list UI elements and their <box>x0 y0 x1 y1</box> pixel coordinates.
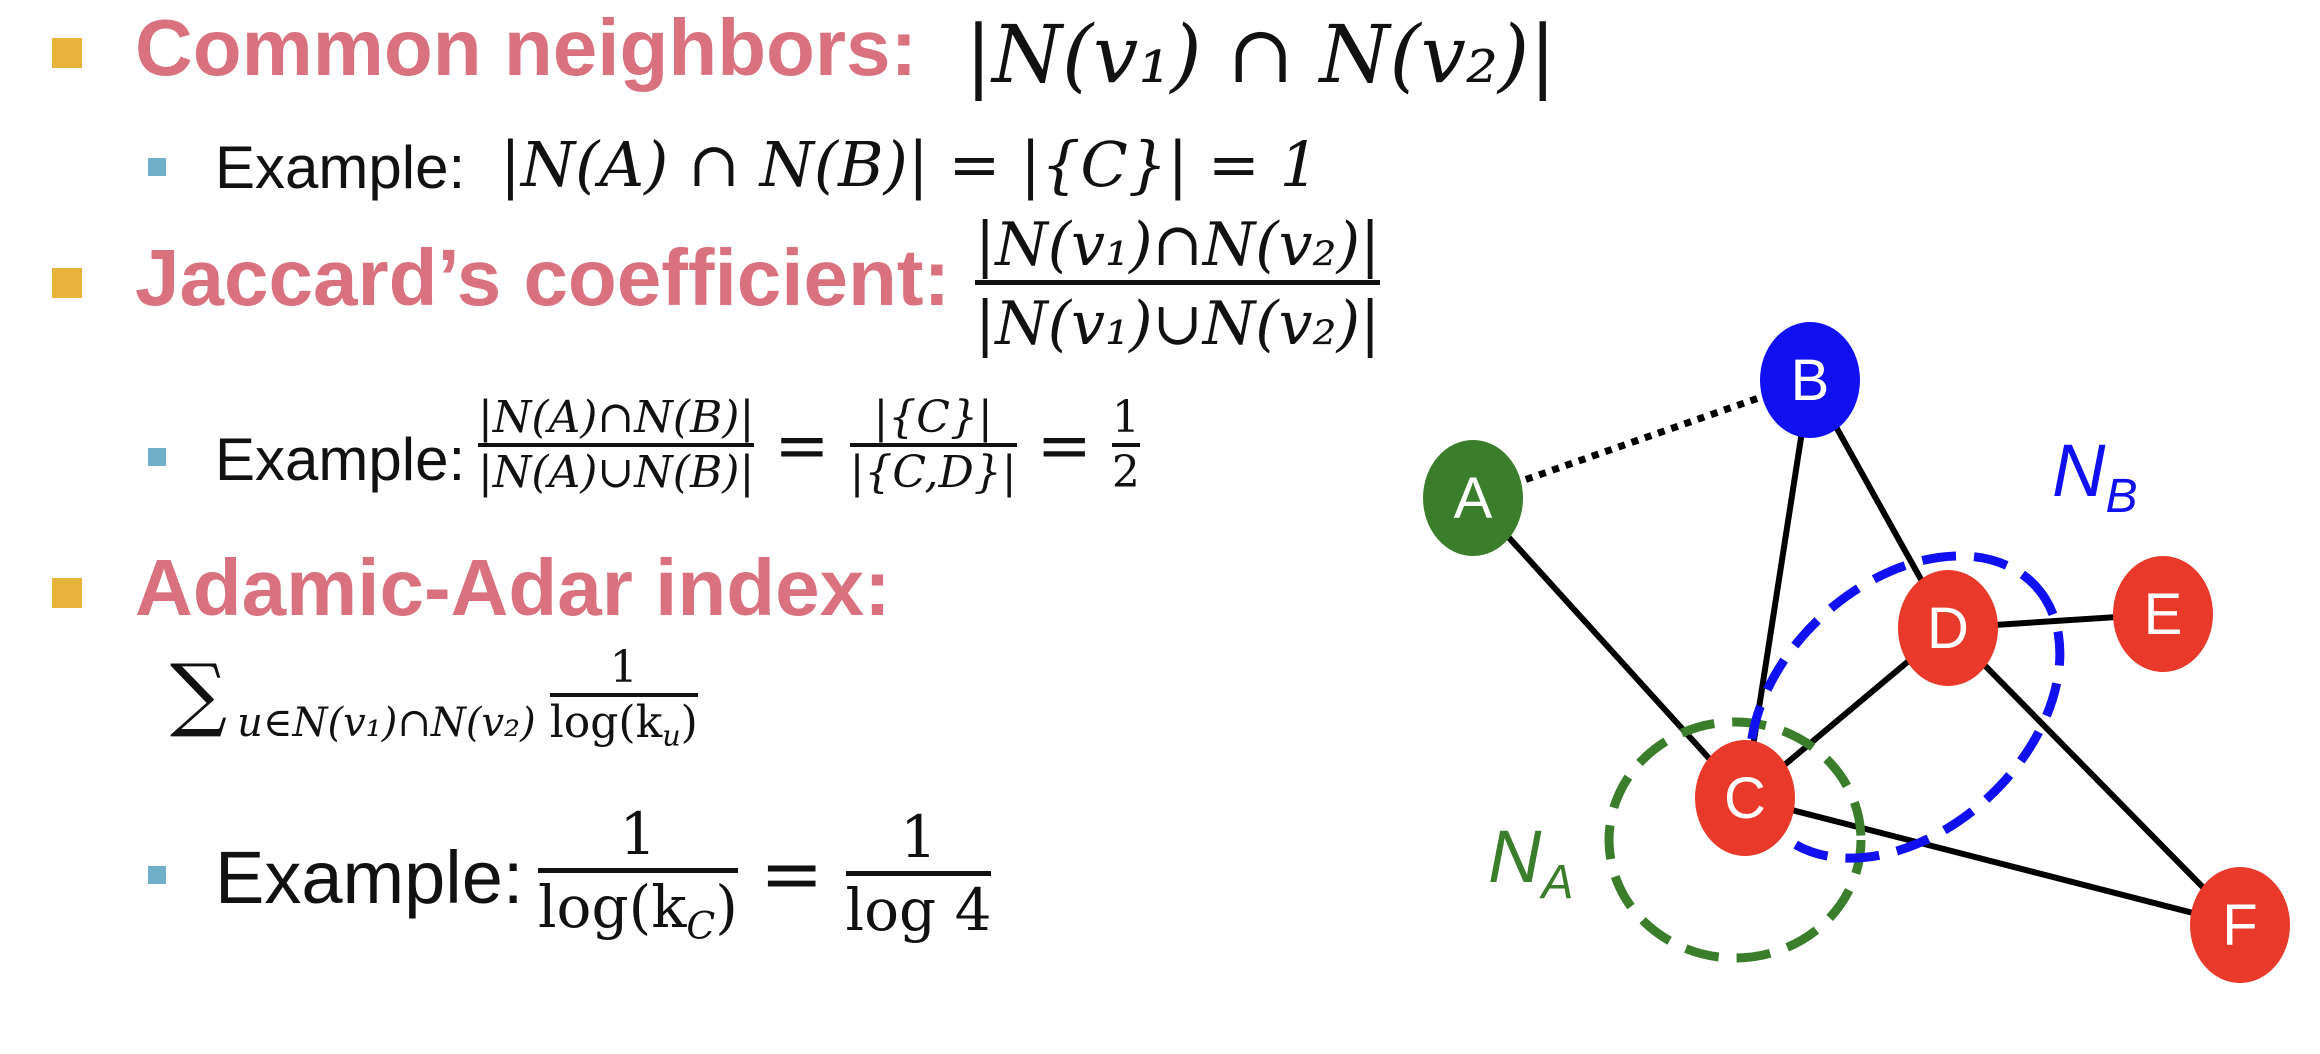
node-f: F <box>2190 867 2290 983</box>
node-e-shape <box>2113 556 2213 672</box>
node-a-label: A <box>1454 466 1493 531</box>
sum-subscript: u∈N(v₁)∩N(v₂) <box>237 700 536 747</box>
node-e-label: E <box>2144 582 2183 647</box>
edge-c-f <box>1744 795 2241 928</box>
node-c-label: C <box>1724 766 1766 831</box>
adamic-example-fraction-1: 1 log(kC) <box>538 800 738 947</box>
node-a: A <box>1423 440 1523 556</box>
sum-symbol: ∑ <box>170 646 228 740</box>
jaccard-example-numerator-2: |{C}| <box>873 392 993 443</box>
equals-sign: = <box>774 406 830 484</box>
bullet-adamic <box>52 578 82 608</box>
example-formula-adamic: 1 log(kC) = 1 log 4 <box>538 800 992 947</box>
jaccard-example-fraction-3: 1 2 <box>1111 392 1140 498</box>
sub-bullet-common-example <box>148 158 166 176</box>
graph-nodes: A B C D E F <box>1423 322 2290 983</box>
jaccard-example-fraction-2: |{C}| |{C,D}| <box>849 392 1017 498</box>
node-f-shape <box>2190 867 2290 983</box>
adamic-example-denominator-1: log(kC) <box>538 868 738 947</box>
heading-adamic-adar: Adamic-Adar index: <box>135 543 891 632</box>
jaccard-example-numerator-3: 1 <box>1111 392 1140 443</box>
node-c: C <box>1695 740 1795 856</box>
sub-bullet-jaccard-example <box>148 448 166 466</box>
node-f-label: F <box>2222 893 2257 958</box>
jaccard-example-fraction-1: |N(A)∩N(B)| |N(A)∪N(B)| <box>478 392 755 498</box>
equals-sign: = <box>1036 406 1092 484</box>
neighborhood-b-circle <box>1745 551 2065 863</box>
example-label-adamic: Example: <box>215 836 524 919</box>
heading-jaccard: Jaccard’s coefficient: <box>135 233 951 322</box>
example-label-common: Example: <box>215 134 466 201</box>
example-formula-common: |N(A) ∩ N(B)| = |{C}| = 1 <box>500 128 1320 201</box>
label-na: NA <box>1488 815 1573 909</box>
example-label-jaccard: Example: <box>215 426 466 493</box>
jaccard-fraction: |N(v₁)∩N(v₂)| |N(v₁)∪N(v₂)| <box>975 210 1381 359</box>
formula-common-neighbors: |N(v₁) ∩ N(v₂)| <box>965 8 1557 101</box>
adamic-example-numerator-2: 1 <box>900 803 937 872</box>
edge-a-c <box>1470 495 1748 801</box>
bullet-jaccard <box>52 268 82 298</box>
formula-adamic-adar: ∑ u∈N(v₁)∩N(v₂) 1 log(ku) <box>170 642 698 753</box>
edge-d-f <box>1945 625 2243 928</box>
adamic-denominator: log(ku) <box>549 693 698 753</box>
edge-a-b <box>1471 376 1812 502</box>
node-e: E <box>2113 556 2213 672</box>
heading-common-neighbors: Common neighbors: <box>135 3 918 92</box>
adamic-example-fraction-2: 1 log 4 <box>845 803 992 944</box>
jaccard-denominator: |N(v₁)∪N(v₂)| <box>975 280 1381 359</box>
example-formula-jaccard: |N(A)∩N(B)| |N(A)∪N(B)| = |{C}| |{C,D}| … <box>478 392 1140 498</box>
node-a-shape <box>1423 440 1523 556</box>
neighborhood-a-circle <box>1604 717 1866 963</box>
jaccard-numerator: |N(v₁)∩N(v₂)| <box>975 210 1381 280</box>
jaccard-example-denominator-2: |{C,D}| <box>849 443 1017 498</box>
jaccard-example-numerator-1: |N(A)∩N(B)| <box>478 392 755 443</box>
bullet-common <box>52 38 82 68</box>
node-b-shape <box>1760 322 1860 438</box>
label-nb: NB <box>2052 429 2137 523</box>
node-d-shape <box>1898 570 1998 686</box>
node-d: D <box>1898 570 1998 686</box>
jaccard-example-denominator-1: |N(A)∪N(B)| <box>478 443 755 498</box>
formula-jaccard: |N(v₁)∩N(v₂)| |N(v₁)∪N(v₂)| <box>975 210 1381 359</box>
adamic-example-denominator-2: log 4 <box>845 871 992 944</box>
jaccard-example-denominator-3: 2 <box>1111 443 1140 498</box>
adamic-numerator: 1 <box>609 642 638 693</box>
node-c-shape <box>1695 740 1795 856</box>
adamic-fraction: 1 log(ku) <box>549 642 698 753</box>
adamic-example-numerator-1: 1 <box>619 800 657 868</box>
node-d-label: D <box>1927 596 1969 661</box>
equals-sign: = <box>759 829 824 919</box>
node-b-label: B <box>1791 348 1830 413</box>
sub-bullet-adamic-example <box>148 866 166 884</box>
node-b: B <box>1760 322 1860 438</box>
